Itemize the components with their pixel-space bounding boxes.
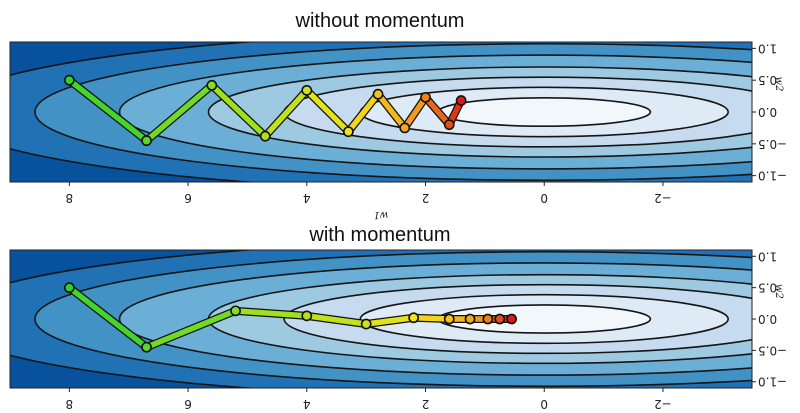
trajectory-point	[342, 126, 354, 138]
trajectory-segment	[401, 94, 429, 131]
trajectory-segment	[209, 82, 268, 139]
x-tick-label: 8	[66, 191, 74, 205]
x-tick-label: 0	[540, 397, 548, 411]
y-tick-label: 0.0	[758, 312, 777, 326]
x-tick-label: 4	[303, 191, 311, 205]
trajectory-point	[63, 74, 75, 86]
trajectory-point	[63, 282, 75, 294]
contour-field	[10, 42, 752, 182]
trajectory-point	[206, 79, 218, 91]
x-tick-label: −2	[654, 397, 672, 411]
x-tick-label: 2	[422, 397, 430, 411]
y-axis-label: w2	[773, 284, 784, 299]
trajectory-segment	[232, 308, 310, 319]
trajectory-point	[408, 312, 420, 324]
trajectory-point	[455, 95, 467, 106]
subplot-1: 8 6 4 2 0 −2 1.0 0.5 0.0 −0.5 −1.0 w1 w2	[9, 41, 787, 220]
x-tick-label: 2	[422, 191, 430, 205]
trajectory-segment	[66, 77, 150, 144]
trajectory-point	[506, 313, 517, 325]
trajectory-point	[399, 122, 411, 134]
trajectory-segment	[422, 94, 453, 128]
trajectory-point	[372, 88, 384, 100]
x-tick-label: 6	[184, 191, 192, 205]
trajectory-segment	[143, 308, 239, 350]
y-tick-label: −0.5	[758, 343, 787, 357]
y-tick-label: 0.0	[758, 105, 777, 119]
trajectory-point	[443, 119, 455, 131]
x-axis-label: w1	[374, 209, 389, 220]
trajectory-segment	[304, 87, 352, 135]
y-tick-label: 0.5	[758, 73, 777, 87]
y-tick-label: 1.0	[758, 249, 777, 263]
trajectory-segment	[304, 313, 369, 327]
y-tick-label: 0.5	[758, 281, 777, 295]
chart-title-with-momentum: with momentum	[309, 224, 451, 246]
x-tick-label: 0	[540, 191, 548, 205]
contour-level	[437, 96, 652, 128]
y-tick-label: 1.0	[758, 41, 777, 55]
trajectory-point	[301, 84, 313, 96]
y-tick-label: −0.5	[758, 137, 787, 151]
x-tick-label: 4	[303, 397, 311, 411]
trajectory-point	[301, 310, 313, 322]
trajectory-point	[464, 313, 476, 325]
trajectory	[63, 74, 467, 147]
trajectory	[63, 282, 517, 353]
trajectory-segment	[363, 314, 417, 327]
trajectory-point	[141, 135, 152, 147]
trajectory-segment	[375, 91, 408, 131]
trajectory-segment	[143, 82, 215, 144]
trajectory-point	[420, 91, 431, 103]
x-tick-label: 8	[66, 397, 74, 411]
trajectory-segment	[410, 314, 453, 322]
trajectory-point	[443, 313, 455, 325]
trajectory-point	[141, 341, 152, 353]
y-tick-label: −1.0	[758, 375, 787, 389]
trajectory-point	[360, 318, 372, 330]
y-axis-label: w2	[773, 77, 784, 92]
trajectory-segment	[66, 284, 150, 350]
subplot-2: 8 6 4 2 0 −2 1.0 0.5 0.0 −0.5 −1.0 w2	[9, 249, 787, 411]
trajectory-segment	[345, 91, 381, 135]
trajectory-point	[230, 305, 241, 317]
trajectory-point	[494, 313, 506, 325]
chart-title-without-momentum: without momentum	[295, 10, 465, 32]
trajectory-point	[259, 130, 271, 142]
trajectory-segment	[262, 87, 310, 139]
x-tick-label: −2	[654, 191, 672, 205]
y-tick-label: −1.0	[758, 169, 787, 183]
x-tick-label: 6	[184, 397, 192, 411]
trajectory-point	[482, 313, 494, 325]
